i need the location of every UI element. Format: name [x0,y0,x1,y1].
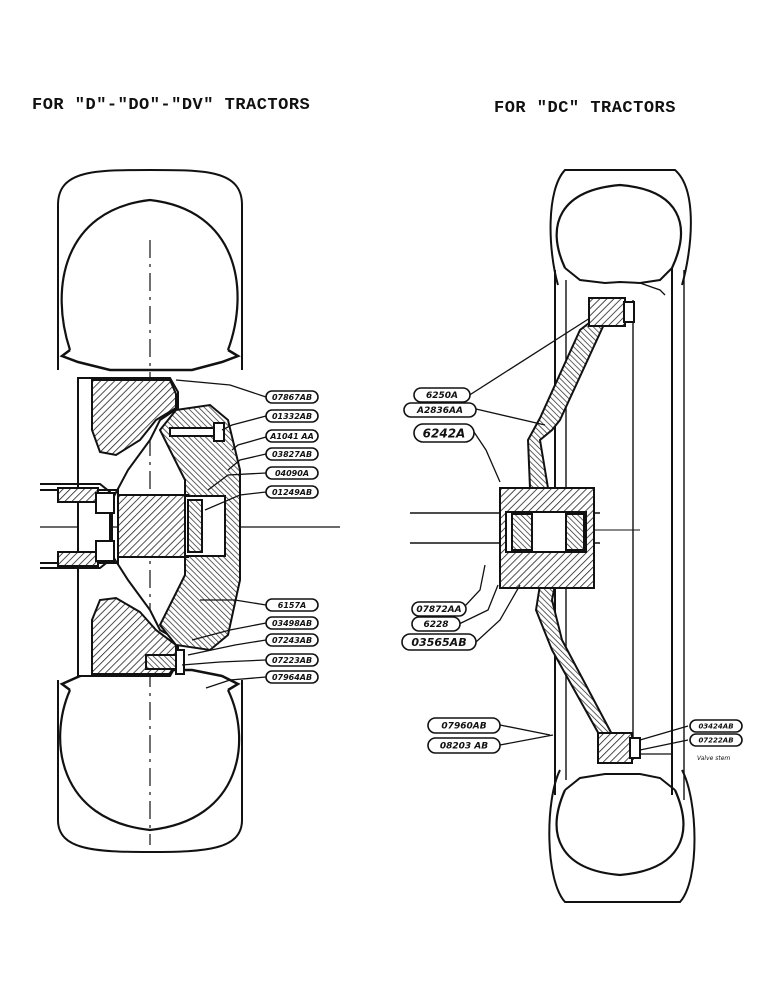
part-label-01249ab: 01249AB [265,485,319,499]
part-label-6250a: 6250A [413,387,471,403]
right-part-labels: 6250A A2836AA 6242A 07872AA 6228 03565AB 07960… [401,387,743,754]
part-label-text: A2836AA [416,406,463,416]
part-label-text: 01249AB [272,488,312,497]
part-label-text: 07222AB [698,737,733,745]
valve-stem-note: Valve stem [697,755,730,762]
part-label-text: 03498AB [272,619,312,628]
part-label-text: 07223AB [272,656,312,665]
right-lower-tire [548,769,696,903]
part-label-text: 6242A [423,426,466,440]
part-label-text: 07872AA [416,605,461,615]
part-label-text: 03827AB [272,450,312,459]
part-label-text: 07243AB [272,636,312,645]
part-label-03565ab: 03565AB [401,633,477,651]
part-label-01332ab: 01332AB [265,409,319,423]
part-label-a2836aa: A2836AA [403,402,477,418]
left-wheel-center [40,377,241,677]
part-label-07872aa: 07872AA [411,601,467,617]
left-part-labels: 07867AB 01332AB A1041 AA 03827AB 04090A 01249… [265,390,319,684]
left-lower-tire [57,680,243,854]
part-label-03827ab: 03827AB [265,447,319,461]
part-label-text: 07964AB [272,673,312,682]
right-leader-lines [458,282,689,755]
part-label-text: 03565AB [411,636,466,649]
part-label-a1041-aa: A1041 AA [265,429,319,443]
left-upper-tire [57,168,243,370]
part-label-03424ab: 03424AB [689,719,743,733]
part-label-07867ab: 07867AB [265,390,319,404]
part-label-text: 03424AB [698,723,733,731]
part-label-text: 6250A [426,391,458,401]
part-label-08203-ab: 08203 AB [427,737,501,754]
right-heading: FOR "DC" TRACTORS [494,99,676,118]
part-label-text: A1041 AA [269,432,314,441]
left-heading: FOR "D"-"DO"-"DV" TRACTORS [32,96,311,115]
right-upper-tire [549,169,692,286]
part-label-text: 08203 AB [440,742,488,752]
part-label-text: 07867AB [272,393,312,402]
part-label-text: 01332AB [272,412,312,421]
part-label-6242a: 6242A [413,423,475,443]
part-label-07960ab: 07960AB [427,717,501,734]
part-label-text: 6157A [278,601,306,610]
left-leader-lines [175,379,267,689]
part-label-text: 04090A [275,469,309,478]
part-label-03498ab: 03498AB [265,616,319,630]
part-label-07223ab: 07223AB [265,653,319,667]
right-wheel-center [499,297,641,764]
part-label-6157a: 6157A [265,598,319,612]
part-label-07222ab: 07222AB [689,733,743,747]
part-label-text: 6228 [423,620,448,630]
part-label-6228: 6228 [411,616,461,632]
part-label-07243ab: 07243AB [265,633,319,647]
part-label-04090a: 04090A [265,466,319,480]
part-label-07964ab: 07964AB [265,670,319,684]
part-label-text: 07960AB [441,722,486,732]
